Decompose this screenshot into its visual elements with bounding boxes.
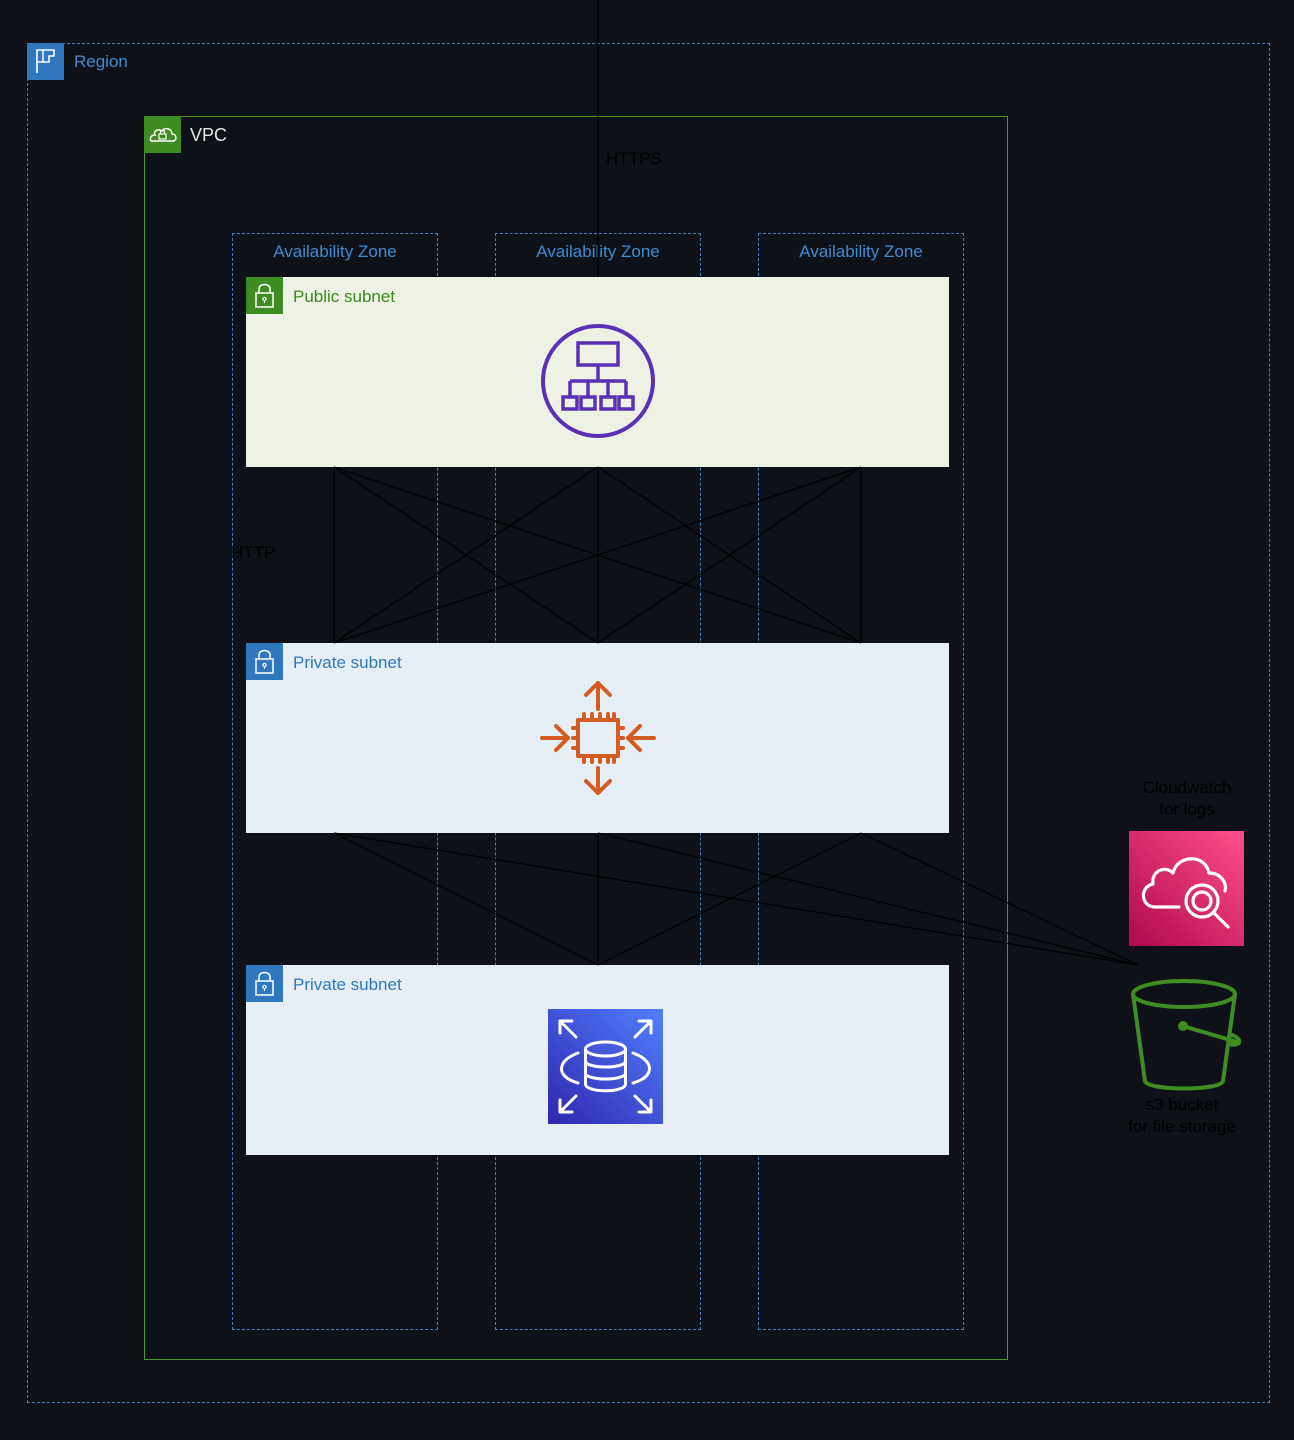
app-to-db-edge bbox=[597, 832, 862, 966]
cloudwatch-label-line-1: Cloudwatch bbox=[1142, 778, 1232, 797]
private-db-subnet-label: Private subnet bbox=[293, 975, 402, 994]
vpc-group bbox=[144, 116, 1008, 1360]
elastic-load-balancer-icon bbox=[541, 324, 655, 438]
app-to-s3-edge bbox=[333, 832, 1139, 966]
vpc-label: VPC bbox=[190, 125, 228, 145]
cloud-lock-icon bbox=[149, 127, 177, 142]
private-db-subnet-badge bbox=[246, 965, 283, 1002]
cloudwatch-tile bbox=[1129, 831, 1244, 946]
http-edge-label: HTTP bbox=[231, 543, 276, 562]
s3-bucket-icon bbox=[1131, 979, 1242, 1091]
private-app-subnet-label: Private subnet bbox=[293, 653, 402, 672]
region-badge bbox=[27, 43, 64, 80]
lock-icon bbox=[255, 283, 274, 308]
region-group bbox=[27, 43, 1270, 1403]
public-subnet-badge bbox=[246, 277, 283, 314]
s3-label: s3 bucket for file storage bbox=[1106, 1094, 1258, 1138]
cloudwatch-label-line-2: for logs bbox=[1159, 800, 1215, 819]
lb-to-app-edge bbox=[597, 466, 862, 644]
s3-label-line-1: s3 bucket bbox=[1145, 1095, 1219, 1114]
rds-database-icon bbox=[558, 1019, 653, 1114]
flag-icon bbox=[36, 49, 55, 73]
availability-zone-3-label: Availability Zone bbox=[799, 242, 923, 261]
s3-label-line-2: for file storage bbox=[1128, 1117, 1236, 1136]
vpc-badge bbox=[144, 116, 181, 153]
rds-database-tile bbox=[548, 1009, 663, 1124]
cloudwatch-icon bbox=[1141, 857, 1230, 929]
private-app-subnet bbox=[246, 643, 949, 833]
availability-zone-1-label: Availability Zone bbox=[273, 242, 397, 261]
cloudwatch-label: Cloudwatch for logs bbox=[1116, 777, 1258, 821]
public-subnet-label: Public subnet bbox=[293, 287, 396, 306]
app-to-s3-edge bbox=[597, 832, 1139, 966]
lock-icon bbox=[255, 649, 274, 674]
auto-scaling-icon bbox=[540, 681, 656, 795]
app-to-db-edge bbox=[333, 832, 599, 966]
private-app-subnet-badge bbox=[246, 643, 283, 680]
lock-icon bbox=[255, 971, 274, 996]
app-to-s3-edge bbox=[860, 832, 1139, 966]
https-edge-label: HTTPS bbox=[606, 149, 662, 168]
lb-to-app-edge bbox=[333, 466, 862, 644]
lb-to-app-edge bbox=[333, 466, 599, 644]
region-label: Region bbox=[74, 52, 128, 71]
